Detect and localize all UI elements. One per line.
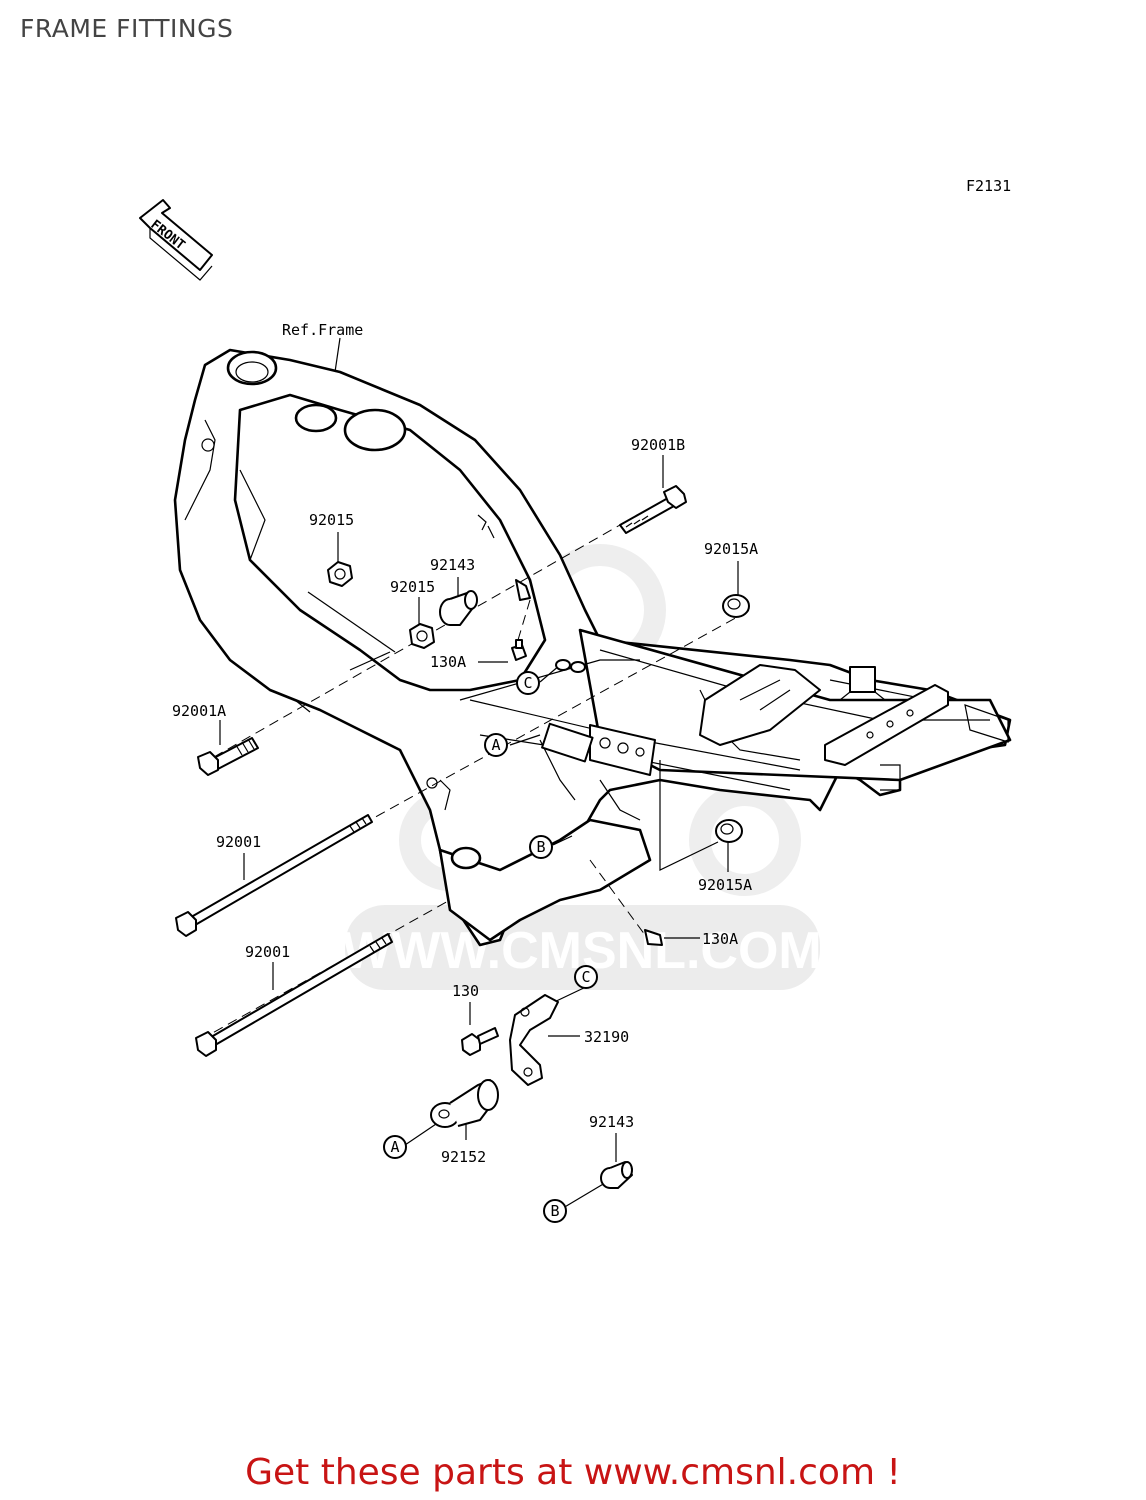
bolt-92001-a — [185, 814, 373, 929]
frame-fittings-diagram: WWW.CMSNL.COM F2131 FRONT — [139, 177, 1012, 1223]
label-92015-top: 92015 — [309, 511, 354, 529]
label-92143-bottom: 92143 — [589, 1113, 634, 1131]
callout-b-top: B — [536, 838, 545, 856]
front-arrow: FRONT — [139, 199, 213, 281]
page-title: FRAME FITTINGS — [20, 14, 234, 43]
frame — [173, 348, 1012, 947]
label-92001-b: 92001 — [245, 943, 290, 961]
label-130a-top: 130A — [430, 653, 466, 671]
footer-promo[interactable]: Get these parts at www.cmsnl.com ! — [245, 1452, 901, 1493]
bracket-32190 — [509, 994, 559, 1086]
nut-92015a-top — [722, 594, 750, 618]
label-92001-a: 92001 — [216, 833, 261, 851]
assembly-lines — [179, 524, 751, 1041]
bolt-130a-bottom — [644, 929, 663, 946]
label-130: 130 — [452, 982, 479, 1000]
label-92152: 92152 — [441, 1148, 486, 1166]
label-92001a: 92001A — [172, 702, 226, 720]
label-92015-mid: 92015 — [390, 578, 435, 596]
nut-92015a-bottom — [715, 819, 743, 843]
callout-b-bottom: B — [550, 1202, 559, 1220]
label-32190: 32190 — [584, 1028, 629, 1046]
label-ref-frame: Ref.Frame — [282, 321, 363, 339]
nut-92015-top — [327, 561, 353, 587]
label-92143-top: 92143 — [430, 556, 475, 574]
callout-c-top: C — [523, 674, 532, 692]
callout-a-bottom: A — [390, 1138, 399, 1156]
label-130a-bottom: 130A — [702, 930, 738, 948]
part-labels: Ref.Frame 92001B 92015 92143 92015A 9201… — [172, 321, 758, 1166]
label-92001b: 92001B — [631, 436, 685, 454]
callout-c-bottom: C — [581, 968, 590, 986]
diagram-code: F2131 — [966, 177, 1011, 195]
bolt-92001b — [619, 497, 675, 534]
bolt-92001-b — [205, 933, 393, 1049]
callouts: C A B C A B — [383, 671, 598, 1223]
nut-92015-mid — [409, 623, 435, 649]
callout-a-top: A — [491, 736, 500, 754]
bolt-130 — [461, 1033, 481, 1056]
parts — [175, 485, 750, 1189]
label-92015a-top: 92015A — [704, 540, 758, 558]
label-92015a-bottom: 92015A — [698, 876, 752, 894]
